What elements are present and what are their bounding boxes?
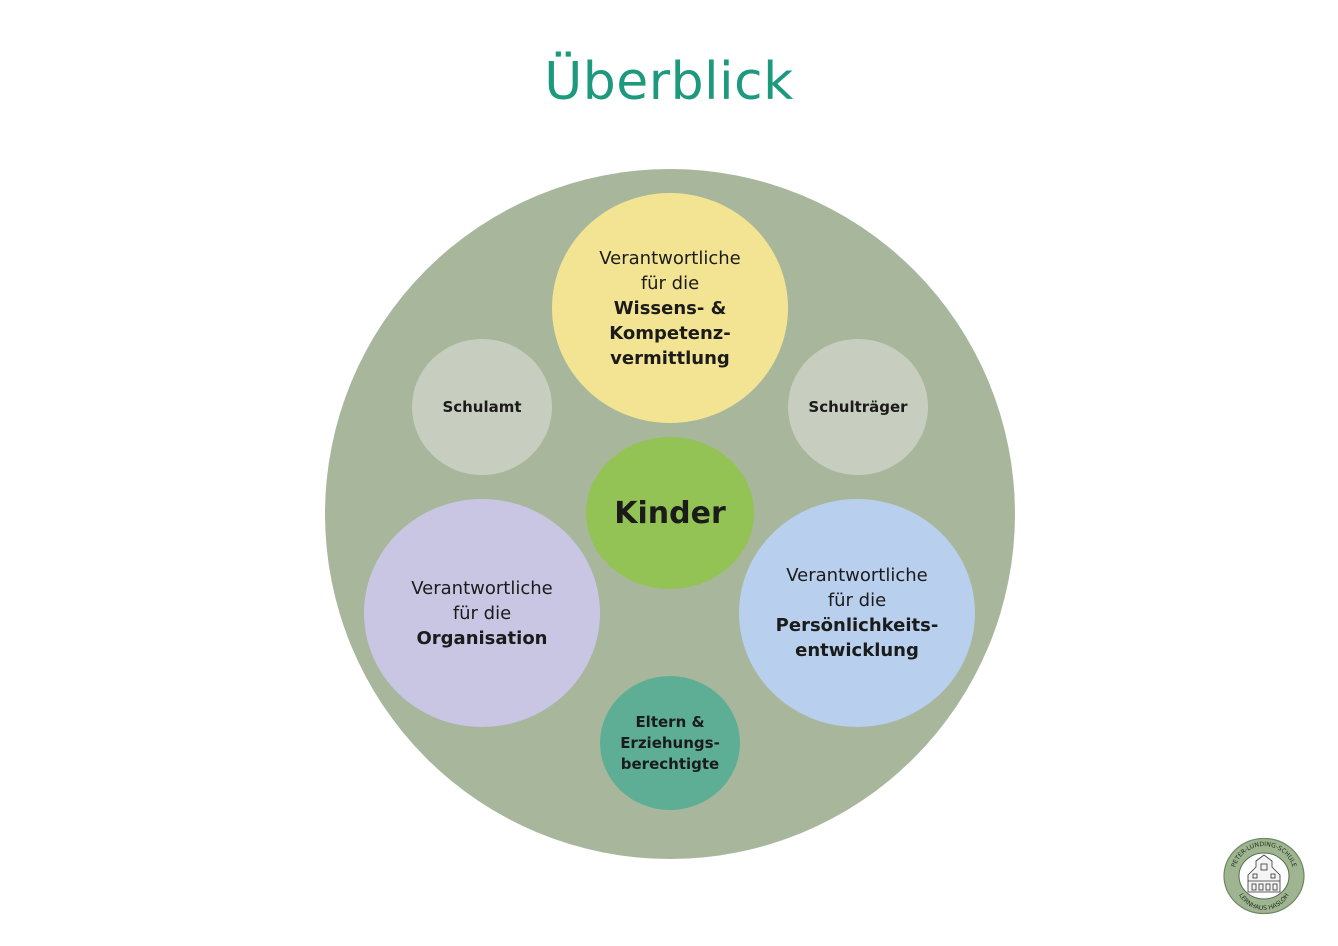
school-seal-icon: PETER-LUNDING-SCHULE LERNHAUS HASLOH bbox=[1223, 837, 1305, 915]
personality-bubble: Verantwortliche für die Persönlichkeits-… bbox=[739, 499, 975, 727]
schultraeger-bubble: Schulträger bbox=[788, 339, 928, 475]
knowledge-bold1: Wissens- & bbox=[613, 297, 727, 319]
knowledge-line2: für die bbox=[640, 272, 700, 294]
kinder-label: Kinder bbox=[614, 495, 726, 531]
personality-line2: für die bbox=[827, 590, 887, 611]
knowledge-bold3: vermittlung bbox=[610, 347, 730, 369]
knowledge-line1: Verantwortliche bbox=[599, 247, 741, 269]
parents-line2: Erziehungs- bbox=[620, 733, 720, 752]
organisation-line1: Verantwortliche bbox=[411, 577, 553, 599]
knowledge-bold2: Kompetenz- bbox=[609, 322, 731, 344]
organisation-line2: für die bbox=[452, 602, 512, 624]
parents-bubble: Eltern & Erziehungs- berechtigte bbox=[600, 676, 740, 810]
parents-line3: berechtigte bbox=[620, 754, 720, 773]
parents-line1: Eltern & bbox=[635, 712, 705, 731]
personality-line1: Verantwortliche bbox=[786, 565, 928, 586]
organisation-bold1: Organisation bbox=[416, 627, 548, 649]
schultraeger-label: Schulträger bbox=[808, 397, 908, 416]
page-title: Überblick bbox=[544, 52, 794, 112]
kinder-bubble: Kinder bbox=[586, 437, 754, 589]
personality-bold2: entwicklung bbox=[795, 640, 919, 661]
knowledge-competence-bubble: Verantwortliche für die Wissens- & Kompe… bbox=[552, 193, 788, 423]
schulamt-bubble: Schulamt bbox=[412, 339, 552, 475]
schulamt-label: Schulamt bbox=[442, 397, 522, 416]
organisation-bubble: Verantwortliche für die Organisation bbox=[364, 499, 600, 727]
personality-bold1: Persönlichkeits- bbox=[775, 615, 939, 636]
